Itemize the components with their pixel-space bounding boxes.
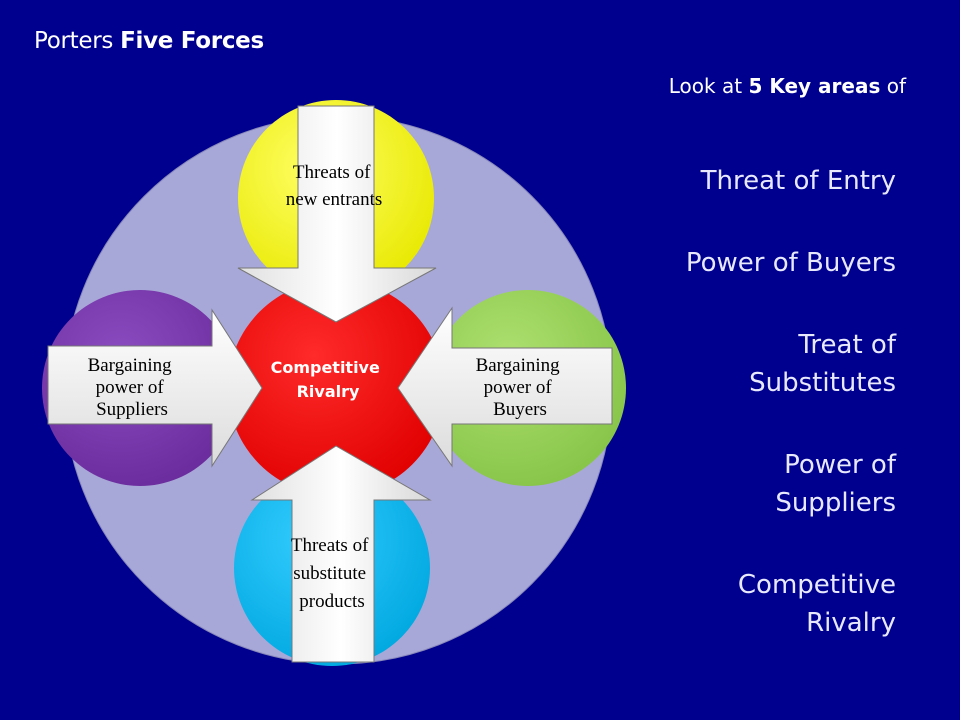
top-label: Threats of new entrants bbox=[286, 162, 383, 210]
center-label: Competitive Rivalry bbox=[271, 358, 386, 401]
key-area-item: Threat of Entry bbox=[596, 162, 896, 200]
title-normal: Porters bbox=[34, 28, 121, 54]
key-area-item: Treat of Substitutes bbox=[596, 326, 896, 402]
key-area-line: Competitive bbox=[737, 570, 896, 600]
key-area-item: Power of Buyers bbox=[596, 244, 896, 282]
key-area-line: Treat of bbox=[798, 330, 896, 360]
center-circle bbox=[228, 280, 444, 496]
top-arrow bbox=[237, 105, 437, 323]
right-label: Bargaining power of Buyers bbox=[476, 355, 565, 420]
bottom-label: Threats of substitute products bbox=[291, 535, 373, 612]
key-area-item: Power of Suppliers bbox=[596, 446, 896, 522]
subtitle-prefix: Look at bbox=[668, 74, 749, 98]
key-area-line: Suppliers bbox=[775, 488, 896, 518]
title-bold: Five Forces bbox=[120, 28, 264, 54]
left-label: Bargaining power of Suppliers bbox=[88, 355, 177, 420]
subtitle-suffix: of bbox=[880, 74, 906, 98]
key-areas-heading: Look at 5 Key areas of bbox=[669, 74, 906, 98]
key-areas-list: Threat of Entry Power of Buyers Treat of… bbox=[596, 162, 896, 686]
key-area-line: Substitutes bbox=[749, 368, 896, 398]
key-area-line: Threat of Entry bbox=[700, 166, 896, 196]
key-area-line: Power of bbox=[784, 450, 896, 480]
slide-title: Porters Five Forces bbox=[34, 28, 264, 54]
key-area-line: Rivalry bbox=[806, 608, 896, 638]
bottom-arrow bbox=[250, 445, 432, 663]
right-arrow bbox=[397, 306, 613, 468]
subtitle-bold: 5 Key areas bbox=[748, 74, 881, 98]
left-arrow bbox=[47, 308, 263, 468]
key-area-line: Power of Buyers bbox=[685, 248, 896, 278]
